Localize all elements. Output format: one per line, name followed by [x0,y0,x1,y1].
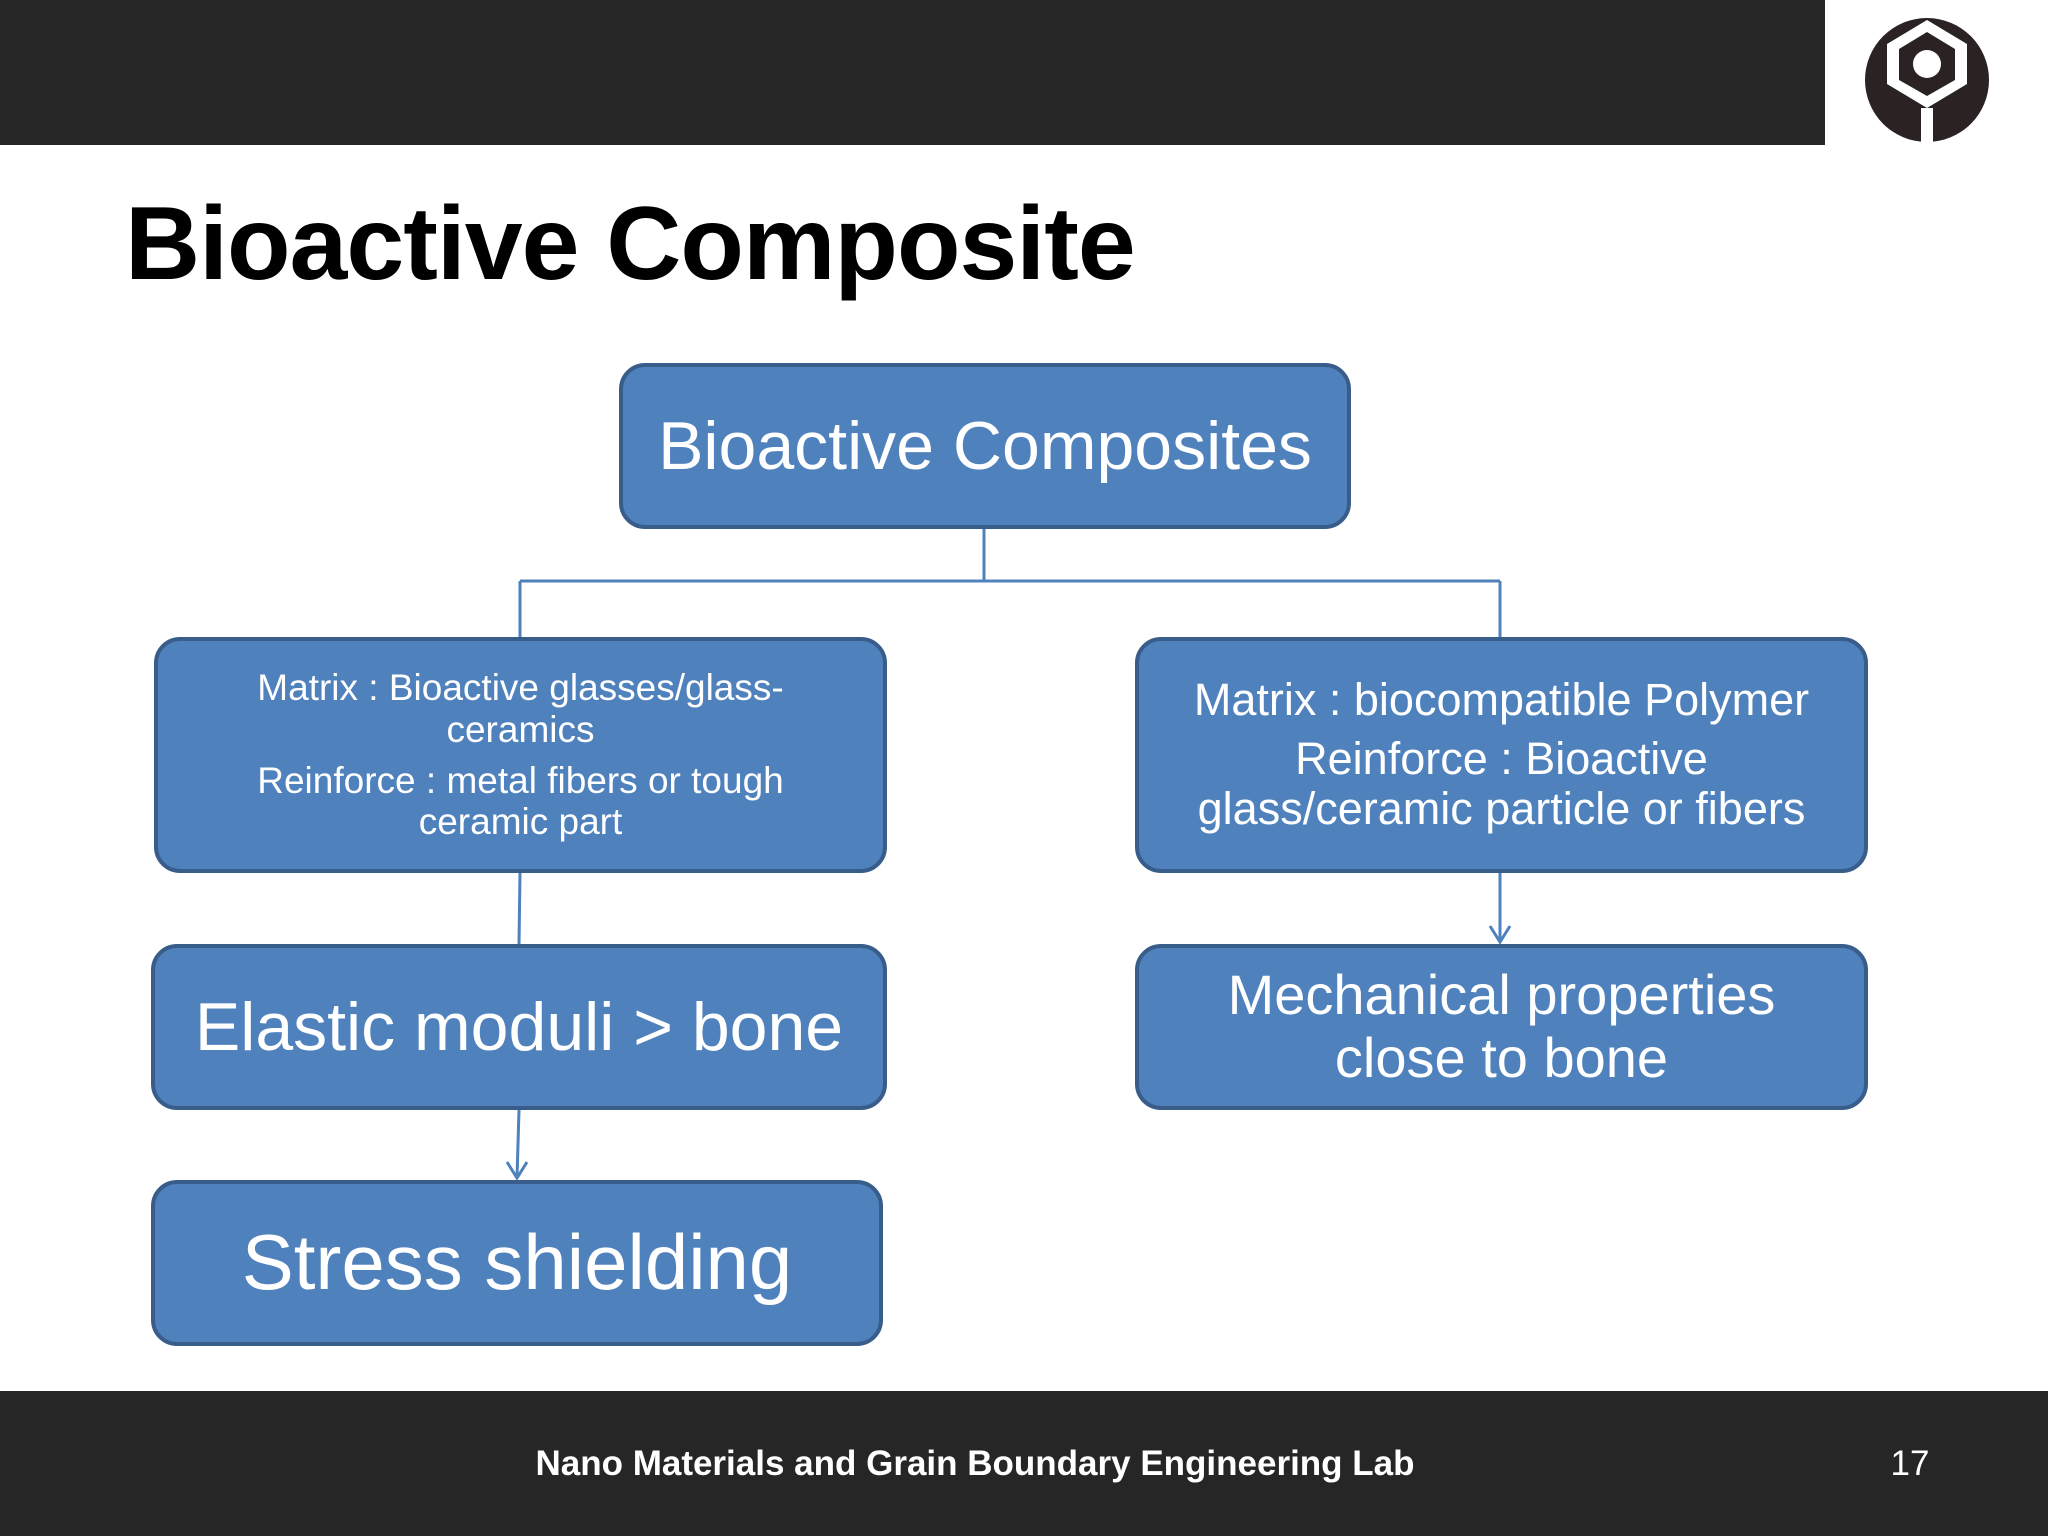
node-left-line-2: ceramics [446,708,595,750]
top-bar [0,0,1825,145]
node-left-line-1: Matrix : Bioactive glasses/glass- [257,667,784,709]
node-left-line-3: Reinforce : metal fibers or tough [257,760,784,801]
node-bioactive-composites: Bioactive Composites [619,363,1351,529]
slide-title: Bioactive Composite [125,186,1136,302]
node-stress-shielding: Stress shielding [151,1180,883,1346]
page-number: 17 [1890,1443,1930,1483]
connector-elastic-to-stress [515,1109,521,1179]
node-right-line-1: Matrix : biocompatible Polymer [1193,674,1810,726]
node-mech-line-2: close to bone [1334,1026,1669,1089]
node-elastic-label: Elastic moduli > bone [194,988,844,1065]
node-stress-label: Stress shielding [241,1218,793,1307]
node-matrix-bioactive-glasses: Matrix : Bioactive glasses/glass- cerami… [154,637,887,873]
footer-bar: Nano Materials and Grain Boundary Engine… [0,1391,2048,1536]
node-matrix-biocompatible-polymer: Matrix : biocompatible Polymer Reinforce… [1135,637,1868,873]
node-left-line-4: ceramic part [418,801,623,843]
footer-lab-name: Nano Materials and Grain Boundary Engine… [535,1443,1415,1483]
arrowhead-stress [505,1161,529,1181]
node-right-line-2: Reinforce : Bioactive [1295,732,1708,784]
node-mech-line-1: Mechanical properties [1227,963,1776,1027]
node-elastic-moduli: Elastic moduli > bone [151,944,887,1110]
node-root-label: Bioactive Composites [658,407,1312,484]
node-mechanical-properties: Mechanical properties close to bone [1135,944,1868,1110]
arrowhead-mech [1488,925,1512,945]
connector-left-to-elastic [517,872,522,945]
university-logo-icon [1865,18,1989,147]
node-right-line-3: glass/ceramic particle or fibers [1197,783,1806,835]
